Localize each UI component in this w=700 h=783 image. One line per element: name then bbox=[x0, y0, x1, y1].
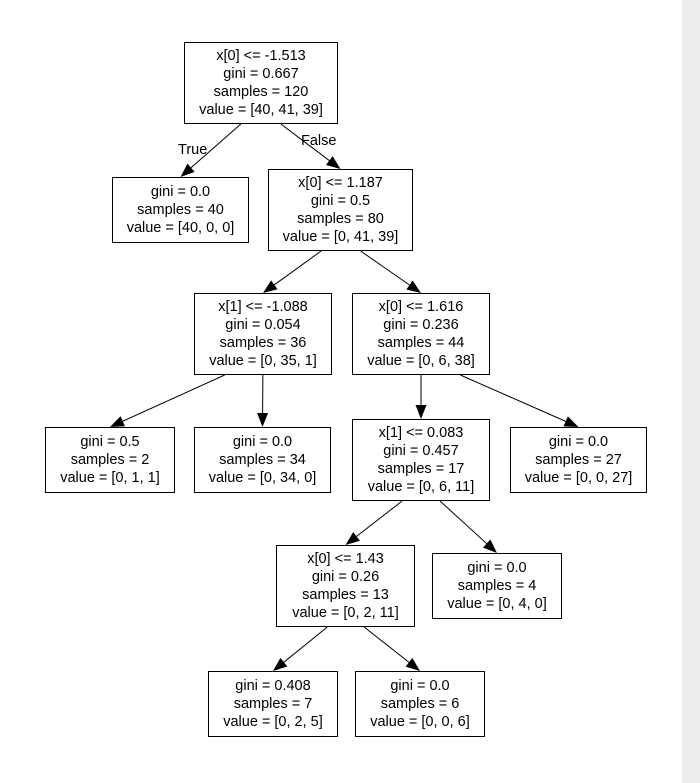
tree-node-n4: x[0] <= 1.616 gini = 0.236 samples = 44 val… bbox=[352, 293, 490, 375]
node-line: gini = 0.5 bbox=[80, 434, 140, 450]
edge-n7-n9 bbox=[356, 500, 403, 537]
edge-label-true: True bbox=[178, 142, 208, 158]
node-line: samples = 7 bbox=[233, 696, 313, 712]
tree-node-n5: gini = 0.5 samples = 2 value = [0, 1, 1] bbox=[45, 427, 175, 493]
tree-node-n8: gini = 0.0 samples = 27 value = [0, 0, 27] bbox=[510, 427, 647, 493]
edge-n9-n11 bbox=[283, 626, 328, 663]
node-line: x[1] <= 0.083 bbox=[378, 425, 464, 441]
node-line: x[0] <= 1.43 bbox=[307, 551, 384, 567]
edge-label-false: False bbox=[301, 133, 337, 149]
edge-arrowhead bbox=[110, 416, 126, 427]
node-line: value = [0, 41, 39] bbox=[282, 229, 399, 245]
edge-n3-n5 bbox=[122, 374, 225, 422]
node-line: gini = 0.0 bbox=[390, 678, 450, 694]
edge-arrowhead bbox=[273, 657, 288, 671]
node-line: value = [0, 2, 11] bbox=[292, 605, 399, 621]
node-line: samples = 17 bbox=[377, 461, 465, 477]
edge-n9-n12 bbox=[363, 626, 410, 663]
node-line: value = [0, 2, 5] bbox=[223, 714, 323, 730]
edge-n2-n4 bbox=[360, 250, 410, 286]
tree-node-n3: x[1] <= -1.088 gini = 0.054 samples = 36 va… bbox=[194, 293, 332, 375]
node-line: value = [0, 6, 11] bbox=[367, 479, 475, 495]
node-line: gini = 0.408 bbox=[235, 678, 311, 694]
edge-arrowhead bbox=[405, 658, 420, 671]
node-line: gini = 0.0 bbox=[467, 560, 527, 576]
node-line: samples = 80 bbox=[297, 211, 384, 227]
edge-arrowhead bbox=[326, 156, 341, 169]
node-line: gini = 0.0 bbox=[150, 184, 211, 200]
edge-arrowhead bbox=[406, 280, 421, 293]
edge-arrowhead bbox=[257, 412, 269, 427]
tree-node-n1: gini = 0.0 samples = 40 value = [40, 0, 0] bbox=[112, 177, 249, 243]
node-line: gini = 0.054 bbox=[225, 317, 301, 333]
tree-node-n0: x[0] <= -1.513 gini = 0.667 samples = 120 v… bbox=[184, 42, 338, 124]
node-line: value = [0, 1, 1] bbox=[60, 470, 160, 486]
tree-node-n12: gini = 0.0 samples = 6 value = [0, 0, 6] bbox=[355, 671, 485, 737]
edge-n4-n8 bbox=[460, 374, 566, 422]
edge-arrowhead bbox=[482, 539, 497, 553]
edge-arrowhead bbox=[180, 163, 195, 177]
node-line: value = [0, 4, 0] bbox=[447, 596, 547, 612]
node-line: value = [0, 35, 1] bbox=[209, 353, 317, 369]
node-line: samples = 120 bbox=[213, 84, 309, 100]
tree-node-n7: x[1] <= 0.083 gini = 0.457 samples = 17 val… bbox=[352, 419, 490, 501]
node-line: gini = 0.667 bbox=[223, 66, 299, 82]
node-line: x[0] <= 1.187 bbox=[298, 175, 383, 191]
tree-node-n2: x[0] <= 1.187 gini = 0.5 samples = 80 value… bbox=[268, 169, 413, 251]
node-line: value = [40, 41, 39] bbox=[199, 102, 323, 118]
node-line: samples = 2 bbox=[70, 452, 150, 468]
node-line: value = [0, 0, 27] bbox=[524, 470, 633, 486]
node-line: x[1] <= -1.088 bbox=[218, 299, 308, 315]
edge-n7-n10 bbox=[439, 500, 487, 544]
node-line: value = [40, 0, 0] bbox=[126, 220, 235, 236]
node-line: gini = 0.0 bbox=[232, 434, 293, 450]
node-line: samples = 27 bbox=[535, 452, 622, 468]
node-line: samples = 6 bbox=[380, 696, 460, 712]
tree-node-n11: gini = 0.408 samples = 7 value = [0, 2, 5] bbox=[208, 671, 338, 737]
edge-arrowhead bbox=[415, 405, 427, 419]
edge-arrowhead bbox=[563, 416, 579, 427]
node-line: gini = 0.26 bbox=[311, 569, 380, 585]
tree-node-n6: gini = 0.0 samples = 34 value = [0, 34, 0] bbox=[194, 427, 331, 493]
node-line: samples = 4 bbox=[457, 578, 537, 594]
node-line: gini = 0.0 bbox=[548, 434, 609, 450]
node-line: samples = 36 bbox=[219, 335, 307, 351]
edge-arrowhead bbox=[345, 532, 360, 545]
tree-node-n9: x[0] <= 1.43 gini = 0.26 samples = 13 value… bbox=[276, 545, 415, 627]
node-line: value = [0, 0, 6] bbox=[370, 714, 470, 730]
node-line: x[0] <= -1.513 bbox=[216, 48, 306, 64]
tree-node-n10: gini = 0.0 samples = 4 value = [0, 4, 0] bbox=[432, 553, 562, 619]
edge-n2-n3 bbox=[274, 250, 322, 286]
node-line: value = [0, 34, 0] bbox=[208, 470, 317, 486]
node-line: x[0] <= 1.616 bbox=[378, 299, 464, 315]
node-line: value = [0, 6, 38] bbox=[367, 353, 475, 369]
node-line: gini = 0.5 bbox=[310, 193, 371, 209]
node-line: gini = 0.457 bbox=[383, 443, 459, 459]
node-line: samples = 13 bbox=[302, 587, 389, 603]
node-line: samples = 40 bbox=[137, 202, 224, 218]
node-line: samples = 44 bbox=[377, 335, 465, 351]
scrollbar-track[interactable] bbox=[682, 0, 700, 783]
edge-arrowhead bbox=[263, 280, 278, 293]
node-line: gini = 0.236 bbox=[383, 317, 459, 333]
node-line: samples = 34 bbox=[219, 452, 306, 468]
